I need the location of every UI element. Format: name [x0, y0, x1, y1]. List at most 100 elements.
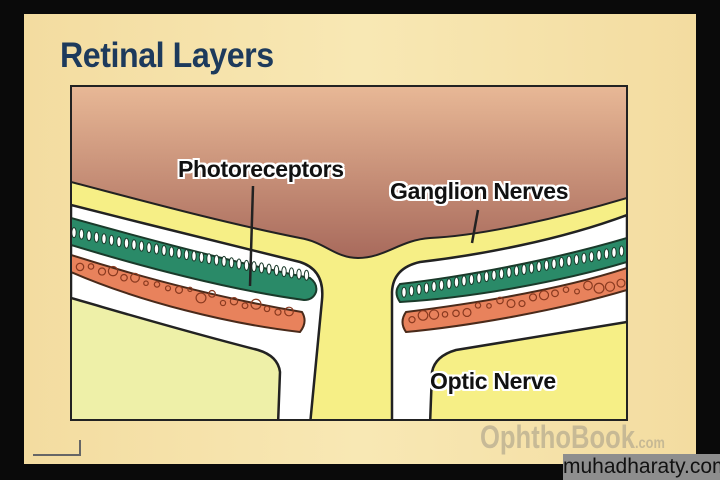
- pigment-cell: [195, 292, 207, 304]
- slide-title: Retinal Layers: [60, 36, 274, 75]
- photoreceptor-cell: [618, 245, 625, 257]
- photoreceptor-cell: [558, 256, 565, 268]
- pigment-cell: [274, 308, 282, 316]
- pigment-cell: [219, 299, 227, 307]
- pigment-cell: [528, 293, 538, 302]
- photoreceptor-cell: [491, 269, 497, 281]
- photoreceptor-cell: [438, 279, 445, 291]
- pigment-cell: [241, 302, 249, 310]
- photoreceptor-cell: [131, 239, 137, 251]
- photoreceptor-cell: [153, 243, 160, 255]
- site-watermark: muhadharaty.com: [563, 454, 720, 480]
- pigment-cell: [462, 307, 472, 318]
- pigment-cell: [229, 296, 239, 306]
- pigment-cell: [562, 286, 570, 294]
- photoreceptor-cell: [468, 273, 475, 285]
- pigment-cell: [441, 311, 449, 318]
- pigment-cell: [250, 298, 262, 310]
- pigment-cell: [574, 288, 580, 295]
- photoreceptor-cell: [183, 249, 190, 261]
- photoreceptor-cell: [108, 234, 115, 246]
- pigment-cell: [538, 290, 550, 301]
- pigment-cell: [417, 310, 429, 321]
- pigment-cell: [107, 265, 119, 277]
- right-photoreceptor-band: [395, 236, 627, 304]
- photoreceptor-cell: [168, 246, 175, 258]
- pigment-cell: [616, 278, 626, 288]
- pigment-cell: [120, 273, 128, 282]
- photoreceptor-cell: [521, 264, 527, 276]
- pigment-cell: [452, 309, 460, 318]
- photoreceptor-cell: [566, 255, 572, 267]
- photoreceptor-cell: [536, 261, 542, 273]
- pigment-cell: [506, 298, 516, 309]
- photoreceptor-cell: [236, 258, 242, 270]
- pigment-cell: [496, 296, 504, 305]
- photoreceptor-cell: [243, 259, 250, 271]
- photoreceptor-cell: [78, 228, 85, 240]
- photoreceptor-cell: [588, 251, 595, 263]
- pigment-cell: [187, 286, 193, 293]
- photoreceptor-cell: [446, 278, 452, 290]
- ganglion-pointer: [470, 209, 480, 244]
- photoreceptor-cell: [116, 236, 122, 248]
- pigment-cell: [486, 302, 492, 309]
- photoreceptor-cell: [123, 237, 130, 249]
- photoreceptor-cell: [506, 266, 512, 278]
- ophthobook-watermark: OphthoBook.com: [480, 419, 665, 455]
- photoreceptor-cell: [543, 259, 550, 271]
- photoreceptor-cell: [476, 272, 482, 284]
- photoreceptor-cell: [416, 283, 422, 295]
- photoreceptor-cell: [251, 261, 257, 273]
- photoreceptor-cell: [86, 230, 92, 242]
- photoreceptor-cell: [273, 264, 280, 276]
- photoreceptor-cell: [213, 254, 220, 266]
- photoreceptor-cell: [93, 231, 100, 243]
- left-pigment-band: [71, 253, 306, 334]
- photoreceptor-cell: [573, 254, 580, 266]
- photoreceptor-cell: [513, 265, 520, 277]
- photoreceptor-cell: [281, 266, 287, 278]
- photoreceptor-cell: [483, 271, 490, 283]
- pigment-cell: [474, 302, 482, 309]
- photoreceptors-pointer: [248, 185, 255, 287]
- pigment-cell: [284, 306, 294, 317]
- pigment-cell: [208, 289, 216, 298]
- photoreceptor-cell: [603, 248, 610, 260]
- pigment-cell: [263, 305, 271, 313]
- photoreceptor-cell: [198, 251, 205, 263]
- label-optic-nerve: Optic Nerve: [430, 368, 556, 394]
- pigment-cell: [174, 285, 184, 294]
- label-photoreceptors: Photoreceptors: [178, 156, 344, 182]
- pigment-cell: [130, 272, 140, 283]
- pigment-cell: [551, 289, 559, 298]
- pigment-cell: [583, 280, 593, 291]
- pigment-cell: [164, 285, 172, 292]
- photoreceptor-cell: [551, 258, 557, 270]
- photoreceptor-cell: [596, 249, 602, 261]
- choroid-layer: [71, 86, 627, 260]
- label-ganglion-nerves: Ganglion Nerves: [390, 178, 569, 204]
- photoreceptor-cell: [221, 255, 227, 267]
- vitreous-yellow: [71, 170, 627, 420]
- pigment-cell: [518, 300, 526, 308]
- photoreceptor-cell: [461, 275, 467, 287]
- photoreceptor-cell: [161, 244, 167, 256]
- photoreceptor-cell: [453, 276, 460, 288]
- pigment-cell: [408, 316, 416, 324]
- photoreceptor-cell: [206, 253, 212, 265]
- photoreceptor-cell: [191, 250, 197, 262]
- pigment-cell: [153, 281, 161, 288]
- photoreceptor-cell: [288, 267, 295, 279]
- photoreceptor-cell: [146, 242, 152, 254]
- photoreceptor-cell: [581, 252, 587, 264]
- photoreceptor-cell: [138, 240, 145, 252]
- photoreceptor-cell: [176, 247, 182, 259]
- pigment-cell: [428, 309, 440, 320]
- pigment-cell: [75, 262, 85, 272]
- photoreceptor-cell: [101, 233, 107, 245]
- photoreceptor-cell: [611, 246, 617, 258]
- photoreceptor-cell: [258, 262, 265, 274]
- photoreceptor-cell: [303, 269, 310, 281]
